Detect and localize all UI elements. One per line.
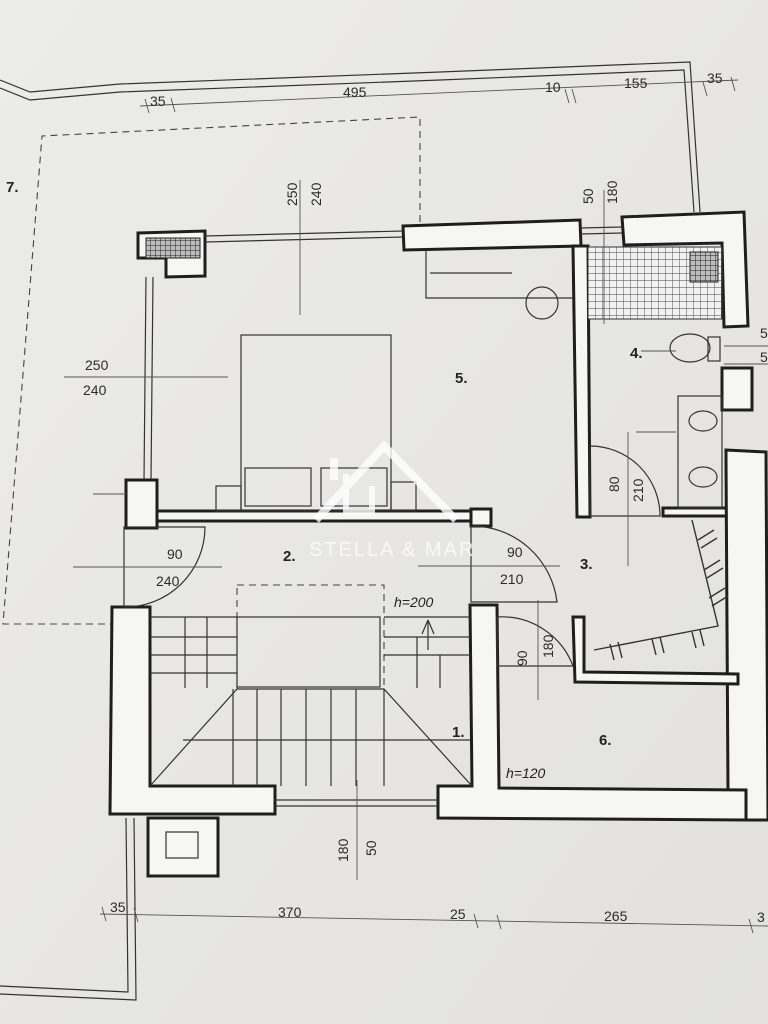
room-label-1: 1. [452, 724, 465, 741]
door-hall [470, 525, 558, 603]
dimension-leaders [64, 180, 676, 880]
dim-right-lower: 5 [760, 349, 768, 365]
dim-top-5: 35 [707, 70, 723, 86]
right-edge-dimensions: 5 5 [724, 325, 768, 365]
stair-height: h=200 [394, 594, 434, 610]
window-left-height: 240 [83, 382, 107, 398]
door-bath-height: 210 [630, 478, 646, 502]
nightstand-left [215, 485, 242, 512]
stair-window-width: 180 [335, 838, 351, 862]
dim-top-1: 35 [150, 93, 166, 109]
dim-top-4: 155 [624, 75, 648, 91]
shower-corner-tiles [689, 251, 719, 283]
bed [240, 334, 392, 512]
door-hall-height: 210 [500, 571, 524, 587]
door-hall-width: 90 [507, 544, 523, 560]
dim-bottom-1: 35 [110, 899, 126, 915]
dim-right-upper: 5 [760, 325, 768, 341]
terrace-outline [0, 61, 701, 1001]
roof-projection-outline [2, 116, 421, 625]
room-label-6: 6. [599, 732, 612, 749]
door-storage [496, 616, 574, 667]
door-bedroom-width: 90 [167, 546, 183, 562]
dim-bottom-2: 370 [278, 904, 302, 920]
bath-window-height: 180 [604, 180, 620, 204]
bottom-dimension-line: 35 370 25 265 3 [99, 899, 768, 934]
room-label-4: 4. [630, 345, 643, 362]
stair-window-height: 50 [363, 840, 379, 856]
wardrobe [425, 250, 573, 320]
top-dimension-line: 35 495 10 155 35 [139, 70, 739, 114]
room-label-3: 3. [580, 556, 593, 573]
window-left-width: 250 [85, 357, 109, 373]
railing [593, 519, 729, 661]
dim-top-2: 495 [343, 84, 367, 100]
dim-top-3: 10 [545, 79, 561, 95]
room-label-7: 7. [6, 179, 19, 196]
dim-bottom-4: 265 [604, 908, 628, 924]
dim-bottom-5: 3 [757, 909, 765, 925]
room-label-2: 2. [283, 548, 296, 565]
bath-window-width: 50 [580, 188, 596, 204]
toilet [669, 333, 721, 363]
room-label-5: 5. [455, 370, 468, 387]
window-top-height: 240 [308, 182, 324, 206]
dim-bottom-3: 25 [450, 906, 466, 922]
watermark-logo [313, 440, 459, 523]
door-bedroom [123, 526, 206, 608]
door-storage-height: 180 [540, 634, 556, 658]
storage-height: h=120 [506, 765, 546, 781]
nightstand-right [390, 481, 417, 512]
door-storage-width: 90 [514, 650, 530, 666]
window-top-width: 250 [284, 182, 300, 206]
staircase: h=200 [149, 584, 473, 787]
door-bath-width: 80 [606, 476, 622, 492]
bedroom-corner-tiles [145, 237, 201, 259]
double-vanity [677, 395, 723, 509]
door-bathroom [589, 445, 661, 517]
watermark-text: STELLA & MAR [309, 539, 475, 561]
door-bedroom-height: 240 [156, 573, 180, 589]
